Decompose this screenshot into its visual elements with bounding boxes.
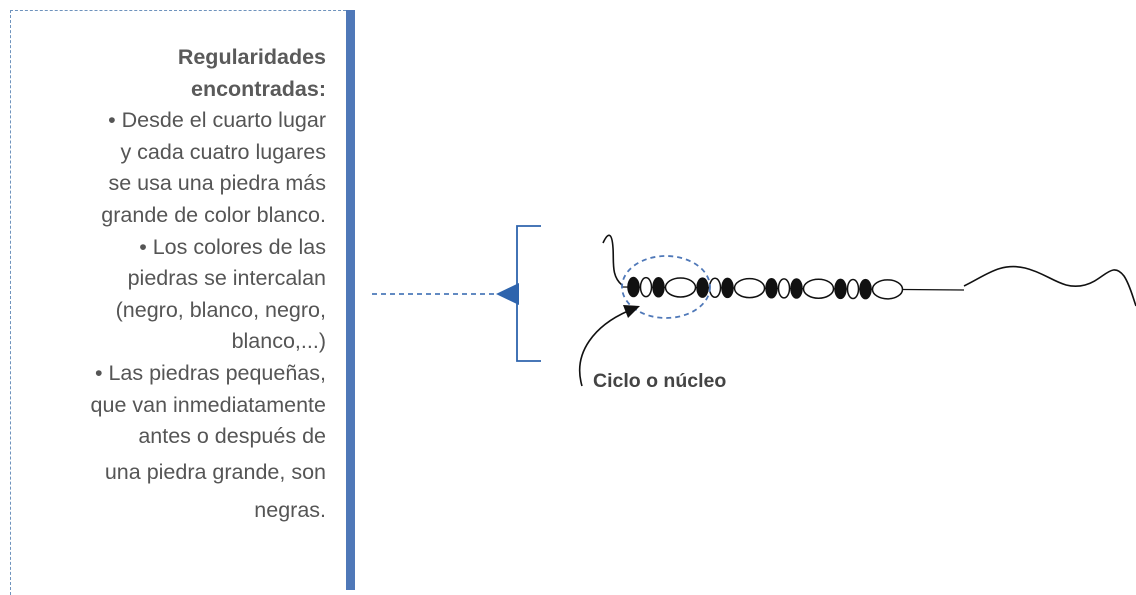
black-small-bead (790, 278, 803, 299)
black-small-bead (627, 276, 640, 298)
bracket-shape (516, 225, 541, 362)
black-small-bead (834, 278, 847, 300)
regularities-body-line: piedras se intercalan (127, 266, 326, 291)
regularities-body-line: una piedra grande, son (104, 459, 326, 484)
regularities-body-line: (negro, blanco, negro, (115, 297, 326, 322)
black-small-bead (765, 278, 778, 299)
regularities-panel-accent-bar (346, 10, 355, 590)
necklace-left-string (602, 234, 623, 286)
white-large-bead (664, 277, 697, 298)
necklace-right-string (963, 265, 1136, 307)
white-small-bead (708, 277, 722, 299)
bead-group (627, 276, 904, 300)
regularities-body-line: • Desde el cuarto lugar (108, 108, 326, 133)
regularities-title-line: encontradas: (190, 76, 326, 101)
white-small-bead (846, 278, 860, 300)
regularities-body-line: blanco,...) (231, 329, 326, 354)
regularities-text: Regularidades encontradas: • Desde el cu… (0, 42, 326, 529)
pointer-arrowhead (496, 283, 519, 305)
regularities-panel-border (10, 10, 346, 595)
regularities-body-line: • Los colores de las (139, 234, 326, 259)
regularities-body-line: antes o después de (138, 424, 326, 449)
regularities-body-line: • Las piedras pequeñas, (94, 360, 326, 385)
white-large-bead (802, 278, 835, 299)
white-small-bead (639, 276, 653, 298)
cycle-highlight-circle (621, 255, 711, 319)
cycle-caption: Ciclo o núcleo (593, 370, 727, 392)
white-large-bead (871, 279, 904, 300)
regularities-body-line: que van inmediatamente (90, 392, 326, 417)
caption-arrow-line (578, 310, 629, 387)
regularities-title-line: Regularidades (177, 45, 326, 69)
regularities-body-line: y cada cuatro lugares (120, 139, 326, 164)
black-small-bead (652, 277, 665, 298)
white-large-bead (733, 277, 766, 299)
white-small-bead (777, 278, 791, 299)
caption-arrow-head (623, 305, 640, 318)
black-small-bead (721, 277, 734, 299)
regularities-body-line: grande de color blanco. (101, 202, 326, 227)
black-small-bead (859, 278, 872, 300)
regularities-body-line: se usa una piedra más (108, 171, 326, 196)
regularities-body-line: negras. (254, 497, 326, 522)
black-small-bead (696, 277, 709, 298)
